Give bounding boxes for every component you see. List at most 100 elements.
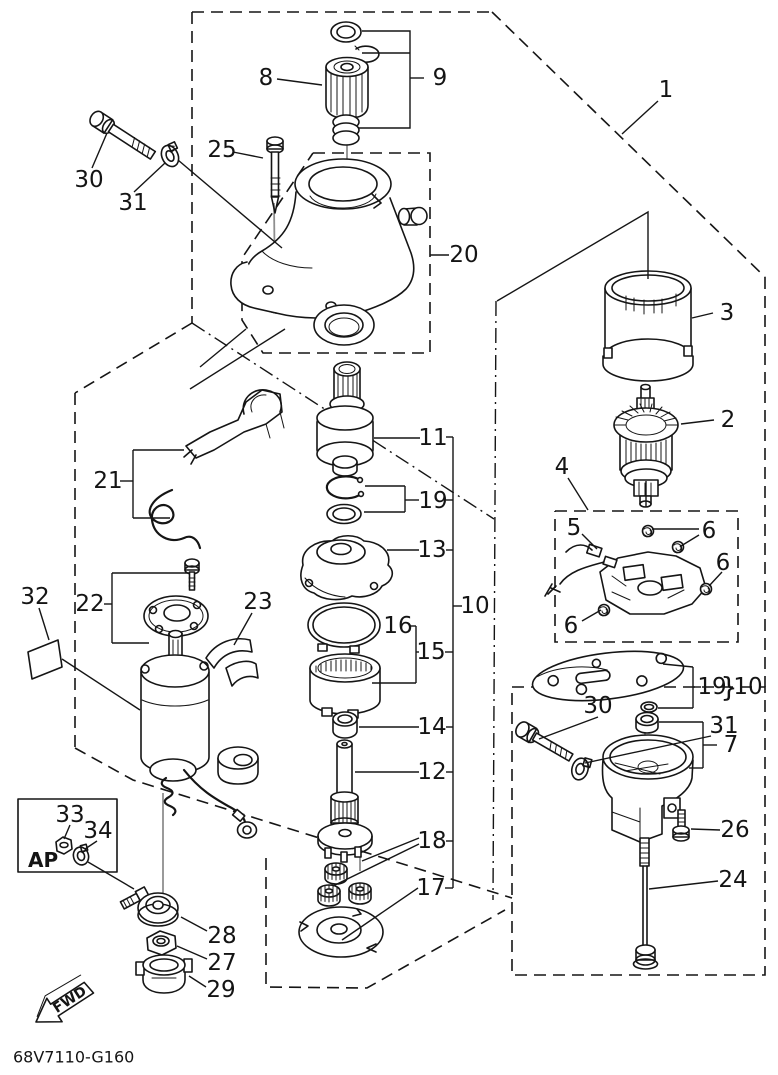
callout-label-7: 7 [724, 732, 739, 758]
callout-label-12: 12 [417, 759, 446, 785]
washer-31-lower [570, 757, 593, 781]
retainer-ring-16 [307, 602, 381, 654]
ap-detail-box [17, 798, 118, 873]
end-gasket [531, 650, 685, 702]
leader-line [233, 612, 253, 646]
callout-label-21: 21 [93, 468, 122, 494]
callout-label-31: 31 [709, 713, 738, 739]
planet-gears-18 [317, 862, 372, 907]
dashed-boundary [511, 686, 766, 976]
dashed-boundary [241, 152, 431, 354]
leader-line [708, 571, 723, 587]
leader-line [567, 477, 589, 511]
leader-line [341, 887, 419, 941]
callout-label-6: 6 [716, 550, 731, 576]
callout-label-18: 18 [417, 828, 446, 854]
leader-line [648, 880, 719, 890]
through-bolt-24 [632, 837, 659, 970]
terminal-stud-28 [119, 886, 179, 927]
bolt-26 [672, 809, 690, 842]
callout-label-17: 17 [416, 875, 445, 901]
dashed-boundary [74, 747, 513, 899]
leader-line [188, 975, 207, 988]
callout-label-16: 16 [383, 613, 412, 639]
callout-label-6: 6 [564, 613, 579, 639]
wire-terminal [231, 808, 258, 839]
callout-label-8: 8 [259, 65, 274, 91]
circlip-19 [325, 475, 365, 500]
leader-line [621, 100, 659, 135]
leader-line [199, 328, 247, 368]
leader-line [662, 663, 694, 668]
pinion-shaft-12 [317, 739, 373, 863]
washer-31 [160, 141, 180, 168]
shift-lever-21 [183, 389, 285, 465]
leader-line [276, 78, 323, 86]
callout-label-2: 2 [721, 407, 736, 433]
leader-line [538, 716, 599, 740]
callout-label-15: 15 [416, 639, 445, 665]
solenoid-motor [140, 629, 259, 839]
leader-line [361, 837, 420, 862]
callout-label-23: 23 [243, 589, 272, 615]
callout-label-20: 20 [449, 242, 478, 268]
callout-label-11: 11 [418, 425, 447, 451]
callout-label-4: 4 [555, 454, 570, 480]
callout-label-27: 27 [207, 950, 236, 976]
bolt-30-lower [515, 721, 574, 762]
leader-line [61, 658, 141, 711]
nut-33 [55, 836, 73, 855]
stopper-cap [330, 21, 362, 43]
leader-line [690, 828, 721, 831]
leader-line [189, 328, 286, 390]
mount-clamp-29 [135, 954, 193, 994]
leader-line [680, 419, 715, 425]
rubber-damper-23 [205, 638, 259, 687]
callout-label-26: 26 [720, 817, 749, 843]
callout-label-1: 1 [659, 77, 674, 103]
bearing-retainer-13 [300, 534, 394, 601]
brushes-5 [544, 543, 618, 597]
dashed-boundary [265, 858, 506, 989]
callout-label-}: } [720, 673, 737, 704]
lever-spring-21 [148, 488, 202, 550]
leader-line [176, 945, 208, 960]
leader-line [496, 210, 649, 302]
end-bushing [635, 711, 659, 734]
callout-label-19: 19 [418, 488, 447, 514]
leader-line [38, 607, 50, 641]
callout-label-29: 29 [206, 977, 235, 1003]
leader-line [332, 843, 420, 887]
dashed-boundary [491, 11, 766, 278]
leader-line [581, 609, 602, 622]
oil-seal [313, 304, 375, 346]
bushing-14 [332, 711, 358, 739]
leader-line [232, 151, 264, 159]
end-cap-7 [601, 734, 694, 843]
callout-label-32: 32 [20, 584, 49, 610]
starter-housing-20 [230, 158, 428, 319]
leader-line [358, 30, 411, 129]
leader-lines [38, 30, 723, 988]
callout-label-25: 25 [207, 137, 236, 163]
leader-line [691, 312, 714, 319]
bolt-25 [266, 136, 284, 214]
leader-line [91, 132, 108, 169]
leader-line [177, 159, 283, 249]
leader-line [584, 735, 712, 764]
mount-screw-22 [184, 558, 200, 591]
callout-label-68V7110-G160: 68V7110-G160 [13, 1048, 134, 1067]
washer-34 [72, 843, 90, 866]
callout-label-13: 13 [417, 537, 446, 563]
label-plate-32 [27, 639, 63, 680]
callout-label-AP: AP [28, 848, 58, 872]
assembly-boundaries [74, 11, 766, 989]
callout-label-22: 22 [75, 591, 104, 617]
callout-label-28: 28 [207, 923, 236, 949]
leader-line [87, 861, 135, 890]
callout-label-24: 24 [718, 867, 747, 893]
pinion-gear [325, 56, 369, 118]
callout-label-3: 3 [720, 300, 735, 326]
